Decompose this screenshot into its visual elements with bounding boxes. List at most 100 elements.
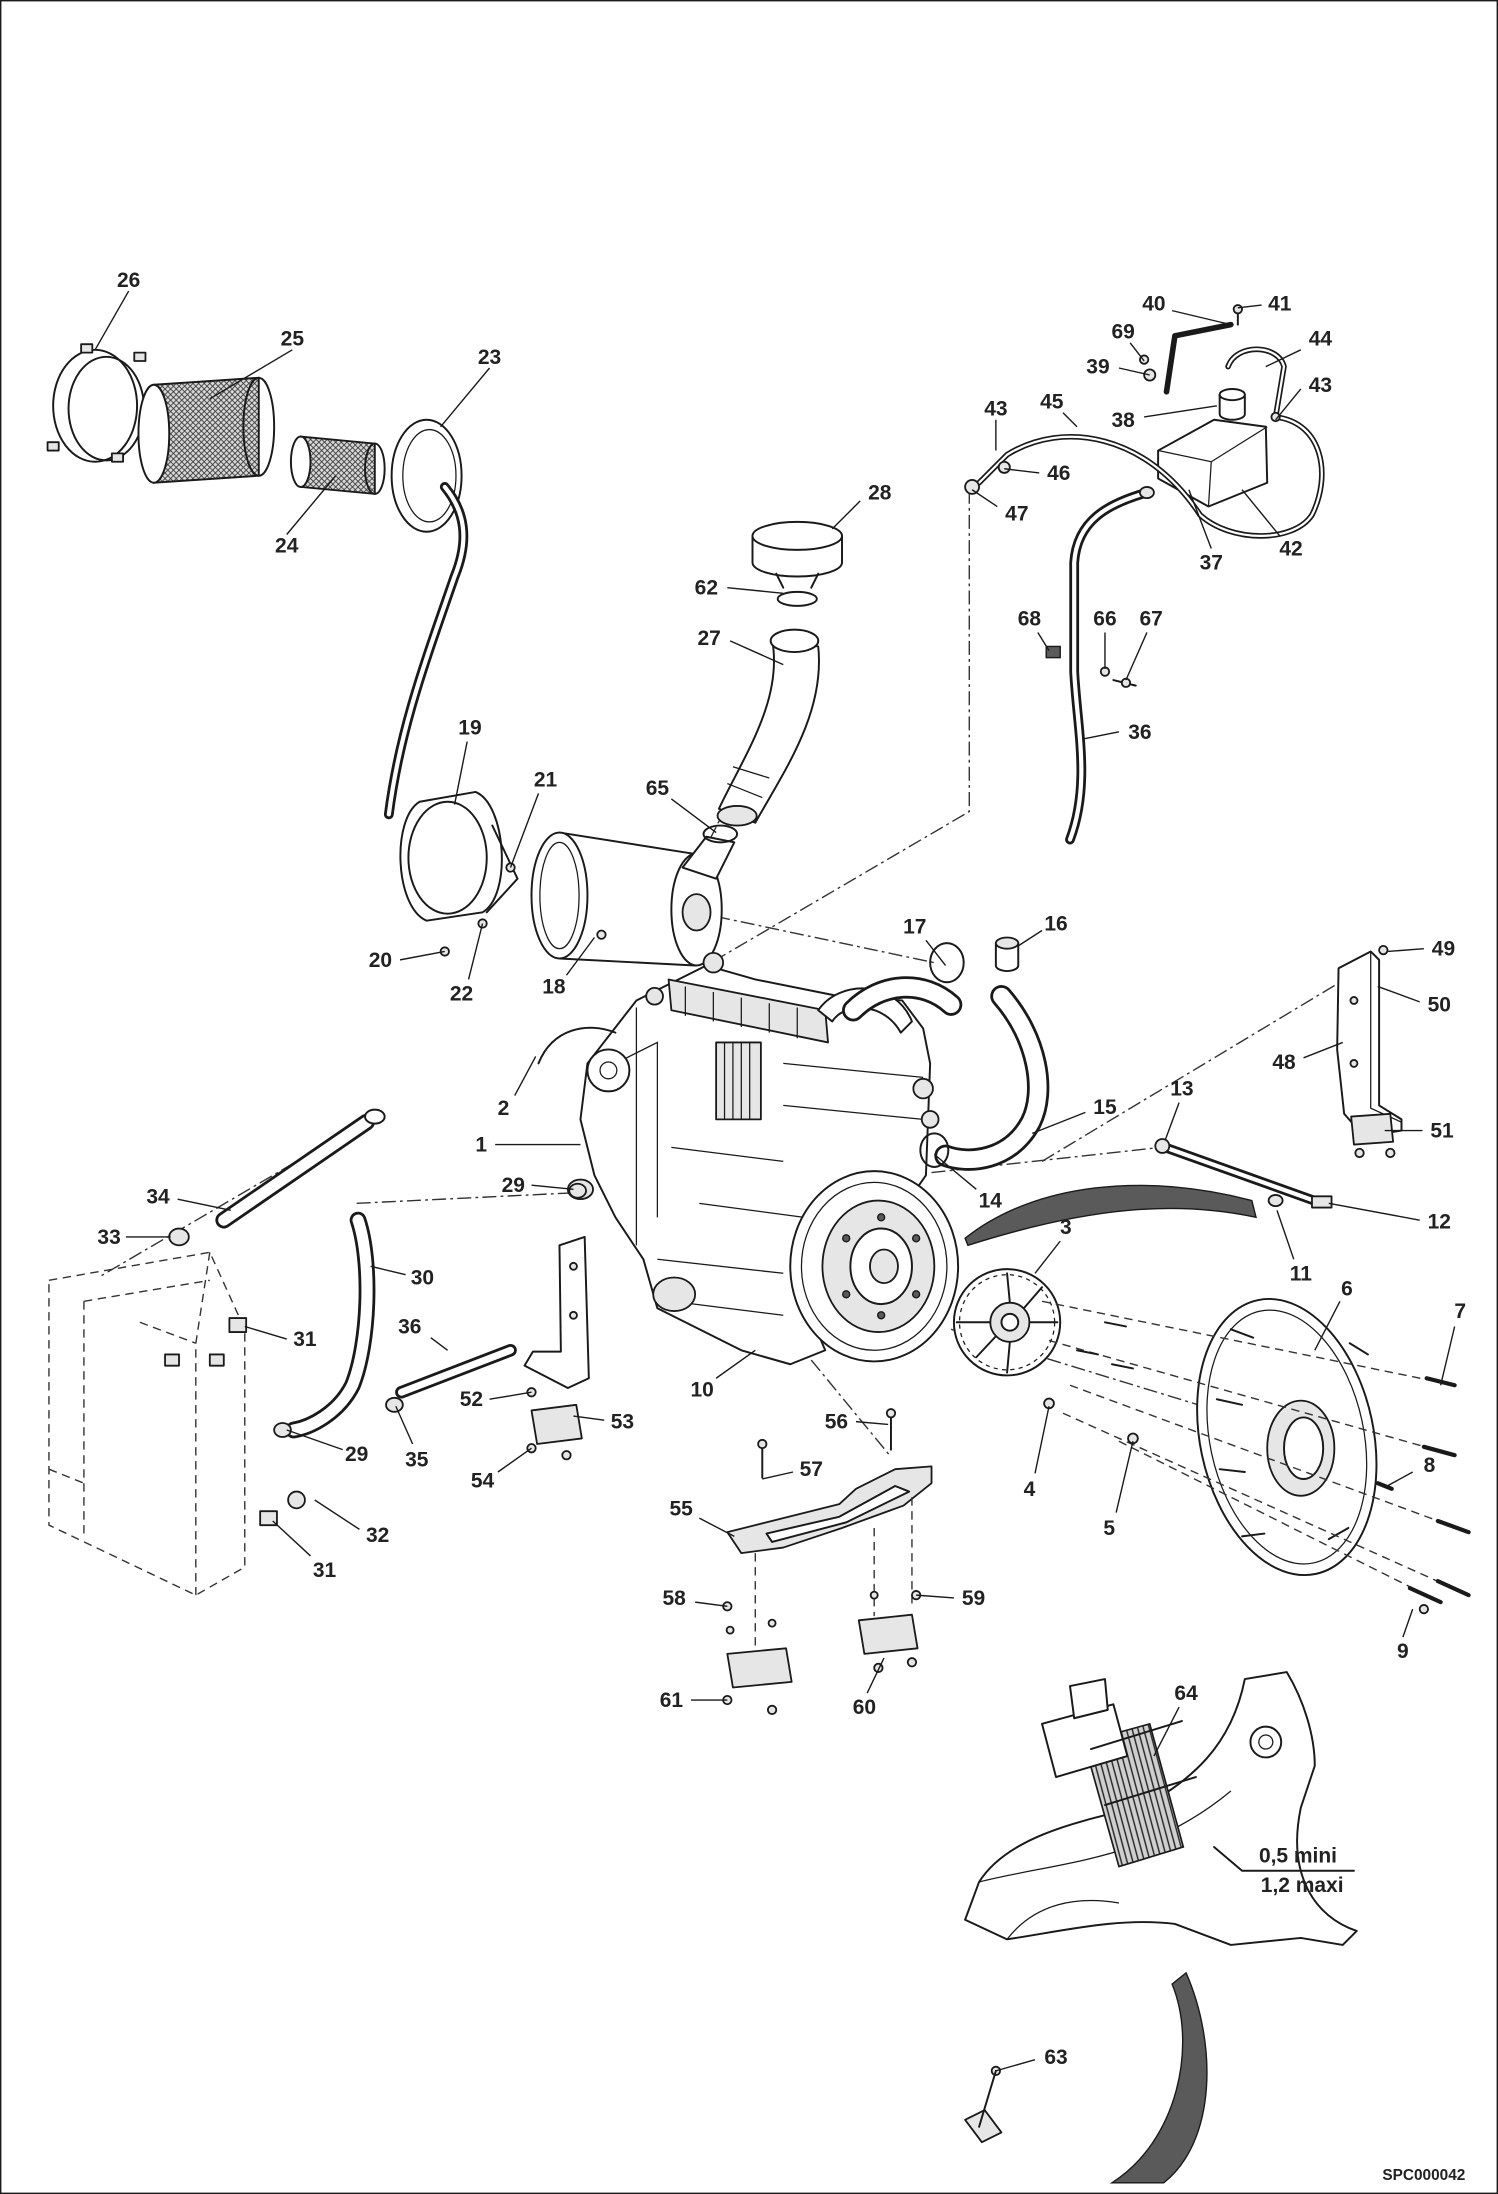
bracket-55: [726, 1408, 933, 1652]
callout-label: 61: [660, 1689, 684, 1712]
callout-label: 32: [366, 1524, 389, 1547]
callout-label: 14: [979, 1190, 1003, 1213]
callout-label: 16: [1044, 912, 1067, 935]
bracket-48: [1336, 944, 1403, 1159]
hose-30: [273, 1182, 587, 1439]
callout-label: 23: [478, 346, 501, 369]
callout-label: 50: [1428, 994, 1451, 1017]
callout-label: 21: [534, 768, 558, 791]
hose-36-lower: [385, 1343, 517, 1413]
pipe-13: [1154, 1138, 1333, 1209]
hose-15: [842, 976, 1050, 1171]
callout-label: 47: [1005, 503, 1028, 526]
callout-label: 64: [1174, 1682, 1198, 1705]
callout-label: 12: [1428, 1211, 1451, 1234]
filter-element-25: [137, 376, 276, 484]
callout-label: 11: [1290, 1262, 1312, 1285]
callout-label: 56: [825, 1411, 848, 1434]
callout-label: 67: [1139, 607, 1162, 630]
callout-label: 37: [1200, 551, 1223, 574]
callout-label: 6: [1341, 1278, 1353, 1301]
bolts: [1041, 1300, 1471, 1615]
callout-label: 48: [1272, 1051, 1296, 1074]
flywheel-housing-6: [1196, 1297, 1378, 1577]
hose-34: [168, 1108, 386, 1247]
callout-label: 43: [1309, 374, 1332, 397]
callout-label: 28: [868, 482, 892, 505]
callout-label: 68: [1018, 607, 1042, 630]
callout-label: 45: [1040, 391, 1064, 414]
clearance-min: 0,5 mini: [1259, 1844, 1337, 1867]
callout-label: 62: [695, 577, 718, 600]
callout-label: 26: [117, 269, 140, 292]
callout-label: 36: [1128, 721, 1151, 744]
callouts: 26 25 23 24 28 62 27 40 41 69 44 39 43 4…: [97, 269, 1466, 2069]
callout-label: 54: [471, 1469, 495, 1492]
radiator: [48, 1251, 246, 1596]
precleaner-cap-28: [751, 520, 843, 589]
starter-detail-64: [964, 1671, 1358, 1946]
intake-pipe-27: [716, 628, 820, 827]
callout-label: 55: [670, 1497, 694, 1520]
callout-label: 65: [646, 777, 670, 800]
callout-label: 66: [1093, 607, 1116, 630]
callout-label: 34: [146, 1185, 170, 1208]
callout-label: 57: [800, 1458, 823, 1481]
callout-label: 52: [460, 1388, 483, 1411]
mounts-58-61: [722, 1601, 793, 1715]
bracket-40: [1139, 304, 1243, 395]
callout-label: 19: [458, 717, 481, 740]
ring-65: [702, 824, 739, 844]
clearance-max: 1,2 maxi: [1261, 1874, 1344, 1897]
callout-label: 9: [1397, 1640, 1409, 1663]
ring-62: [776, 590, 818, 607]
callout-label: 58: [663, 1587, 687, 1610]
callout-label: 53: [611, 1411, 634, 1434]
callout-label: 51: [1430, 1120, 1454, 1143]
callout-label: 31: [293, 1328, 317, 1351]
callout-label: 60: [853, 1696, 876, 1719]
flex-plate-3: [952, 1268, 1062, 1377]
callout-label: 40: [1142, 293, 1165, 316]
callout-label: 10: [690, 1378, 713, 1401]
callout-label: 13: [1170, 1078, 1193, 1101]
air-cleaner-18: [530, 831, 736, 967]
callout-label: 18: [542, 975, 566, 998]
callout-label: 63: [1044, 2046, 1067, 2069]
callout-label: 69: [1111, 321, 1134, 344]
callout-label: 31: [313, 1559, 337, 1582]
ring-17: [929, 942, 965, 984]
leader-lines: [94, 290, 1456, 2072]
seal-ring-23: [390, 418, 463, 533]
callout-label: 30: [411, 1266, 434, 1289]
callout-label: 42: [1279, 537, 1302, 560]
mount-53: [526, 1403, 583, 1461]
callout-label: 38: [1111, 409, 1135, 432]
callout-label: 29: [502, 1174, 525, 1197]
callout-label: 41: [1268, 293, 1292, 316]
hose-36-upper: [1045, 486, 1155, 845]
expansion-tank-37: [1157, 388, 1269, 508]
callout-label: 24: [275, 535, 299, 558]
safety-element-24: [289, 435, 386, 495]
flywheel: [789, 1170, 960, 1363]
hose-44: [1225, 346, 1287, 420]
clamp-band-19: [399, 790, 519, 957]
callout-label: 33: [97, 1226, 120, 1249]
callout-label: 15: [1093, 1096, 1117, 1119]
callout-label: 29: [345, 1443, 368, 1466]
callout-label: 35: [405, 1448, 429, 1471]
callout-label: 17: [903, 915, 926, 938]
drawing-code: SPC000042: [1382, 2167, 1465, 2184]
housing-segment: [964, 1184, 1257, 1247]
callout-label: 25: [281, 328, 305, 351]
callout-label: 22: [450, 982, 473, 1005]
callout-label: 8: [1424, 1454, 1436, 1477]
callout-label: 20: [369, 949, 392, 972]
callout-label: 39: [1086, 356, 1109, 379]
callout-label: 36: [398, 1315, 421, 1338]
callout-label: 7: [1454, 1300, 1466, 1323]
callout-label: 46: [1047, 462, 1070, 485]
callout-label: 3: [1060, 1216, 1072, 1239]
